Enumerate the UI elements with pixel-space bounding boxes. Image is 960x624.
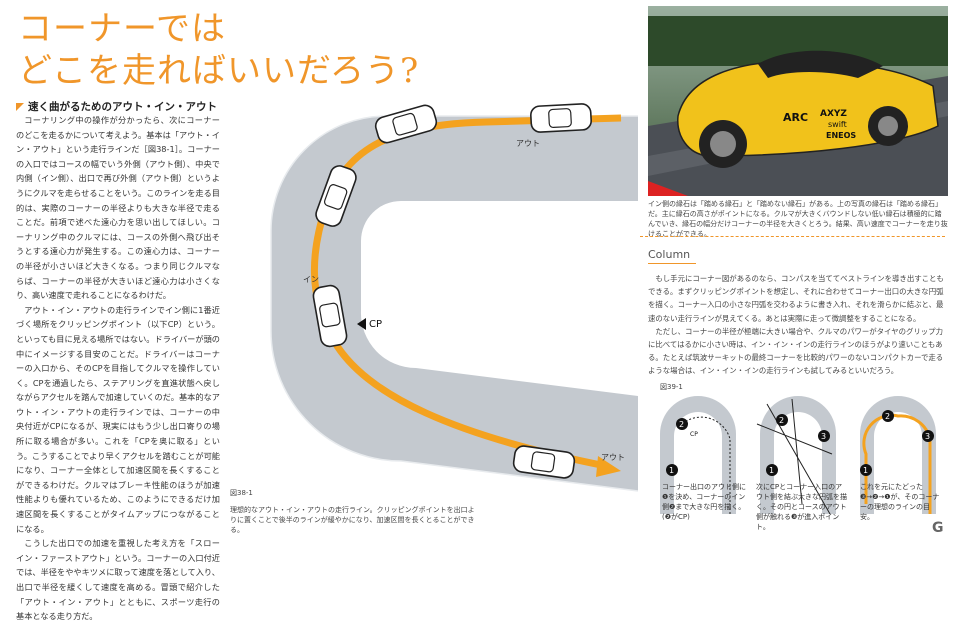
racing-line-diagram: CP アウト イン アウト xyxy=(270,103,638,492)
photo-caption: イン側の縁石は「踏める縁石」と「踏めない縁石」がある。上の写真の縁石は「踏める縁… xyxy=(648,200,948,238)
label-out-bottom: アウト xyxy=(601,453,625,462)
car-sponsor-eneos: ENEOS xyxy=(826,131,856,140)
dashed-divider xyxy=(640,236,945,237)
title-line-2: どこを走ればいいだろう? xyxy=(18,51,420,91)
car-entry xyxy=(530,103,592,133)
label-out-top: アウト xyxy=(516,139,540,148)
car-sponsor-arc: ARC xyxy=(783,111,808,124)
column-box: Column もし手元にコーナー図があるのなら、コンパスを当ててベストラインを導… xyxy=(648,248,946,538)
panel2-num-3: 3 xyxy=(821,432,826,441)
figure-38-1-caption: 理想的なアウト・イン・アウトの走行ライン。クリッピングポイントを出口よりに置くこ… xyxy=(230,506,475,534)
figure-39-1-caption-3: これを元にたどった❸→❷→❶が、そのコーナーの理想のラインの目安。 xyxy=(860,483,940,521)
body-paragraph: こうした出口での加速を重視した考え方を「スローイン・ファーストアウト」という。コ… xyxy=(16,538,220,622)
figure-39-1-caption-1: コーナー出口のアウト側に❶を決め、コーナーのイン側❷まで大きな円を描く。(❷がC… xyxy=(662,483,746,521)
column-paragraph: ただし、コーナーの半径が極端に大きい場合や、クルマのパワーがタイヤのグリップ力に… xyxy=(648,326,944,376)
cp-marker-icon xyxy=(357,318,366,330)
figure-39-1-label: 図39-1 xyxy=(660,383,683,391)
triangle-bullet-icon xyxy=(16,103,24,111)
panel3-num-3: 3 xyxy=(925,432,930,441)
gamer-logo-icon: G xyxy=(932,520,944,536)
car-exit xyxy=(512,445,576,479)
car-sponsor-swift: swift xyxy=(828,120,847,129)
column-title: Column xyxy=(648,248,697,264)
panel-1: 2 CP 1 xyxy=(660,396,736,514)
label-in: イン xyxy=(303,275,319,284)
panel2-num-1: 1 xyxy=(769,466,774,475)
column-text: もし手元にコーナー図があるのなら、コンパスを当ててベストラインを導き出すこともで… xyxy=(648,272,944,378)
body-paragraph: アウト・イン・アウトの走行ラインでイン側に1番近づく場所をクリッピングポイント（… xyxy=(16,304,220,534)
column-paragraph: もし手元にコーナー図があるのなら、コンパスを当ててベストラインを導き出すこともで… xyxy=(648,274,944,323)
car-apex xyxy=(312,284,348,348)
title-line-1: コーナーでは xyxy=(18,9,226,49)
car-turn-in xyxy=(374,104,438,144)
body-text: コーナリング中の操作が分かったら、次にコーナーのどこを走るかについて考えよう。基… xyxy=(16,113,220,624)
race-car-photo: ARC AXYZ swift ENEOS xyxy=(648,6,948,196)
panel-2: 2 3 1 xyxy=(756,396,836,515)
page-title: コーナーでは どこを走ればいいだろう? xyxy=(18,8,438,92)
body-paragraph: コーナリング中の操作が分かったら、次にコーナーのどこを走るかについて考えよう。基… xyxy=(16,115,220,301)
track-edge xyxy=(270,115,638,492)
panel1-num-2: 2 xyxy=(679,420,684,429)
panel3-num-1: 1 xyxy=(863,466,868,475)
track-road xyxy=(271,116,638,491)
section-heading-text: 速く曲がるためのアウト・イン・アウト xyxy=(28,101,217,113)
panel2-num-2: 2 xyxy=(779,416,784,425)
figure-39-1-diagram: 2 CP 1 2 3 1 2 3 1 xyxy=(660,396,936,515)
car-mid-corner xyxy=(315,165,357,227)
car-sponsor-axyz: AXYZ xyxy=(820,109,847,119)
figure-38-1-label: 図38-1 xyxy=(230,489,253,497)
panel1-cp: CP xyxy=(690,431,698,438)
panel1-num-1: 1 xyxy=(669,466,674,475)
figure-39-1-caption-2: 次にCPとコーナー入口のアウト側を結ぶ大きな円弧を描く。その円とコースのアウト側… xyxy=(756,483,847,531)
label-cp: CP xyxy=(369,319,382,330)
racing-line-arrowhead xyxy=(596,456,621,477)
panel3-num-2: 2 xyxy=(885,412,890,421)
section-heading: 速く曲がるためのアウト・イン・アウト xyxy=(16,99,217,114)
panel-3: 2 3 1 xyxy=(860,396,936,514)
